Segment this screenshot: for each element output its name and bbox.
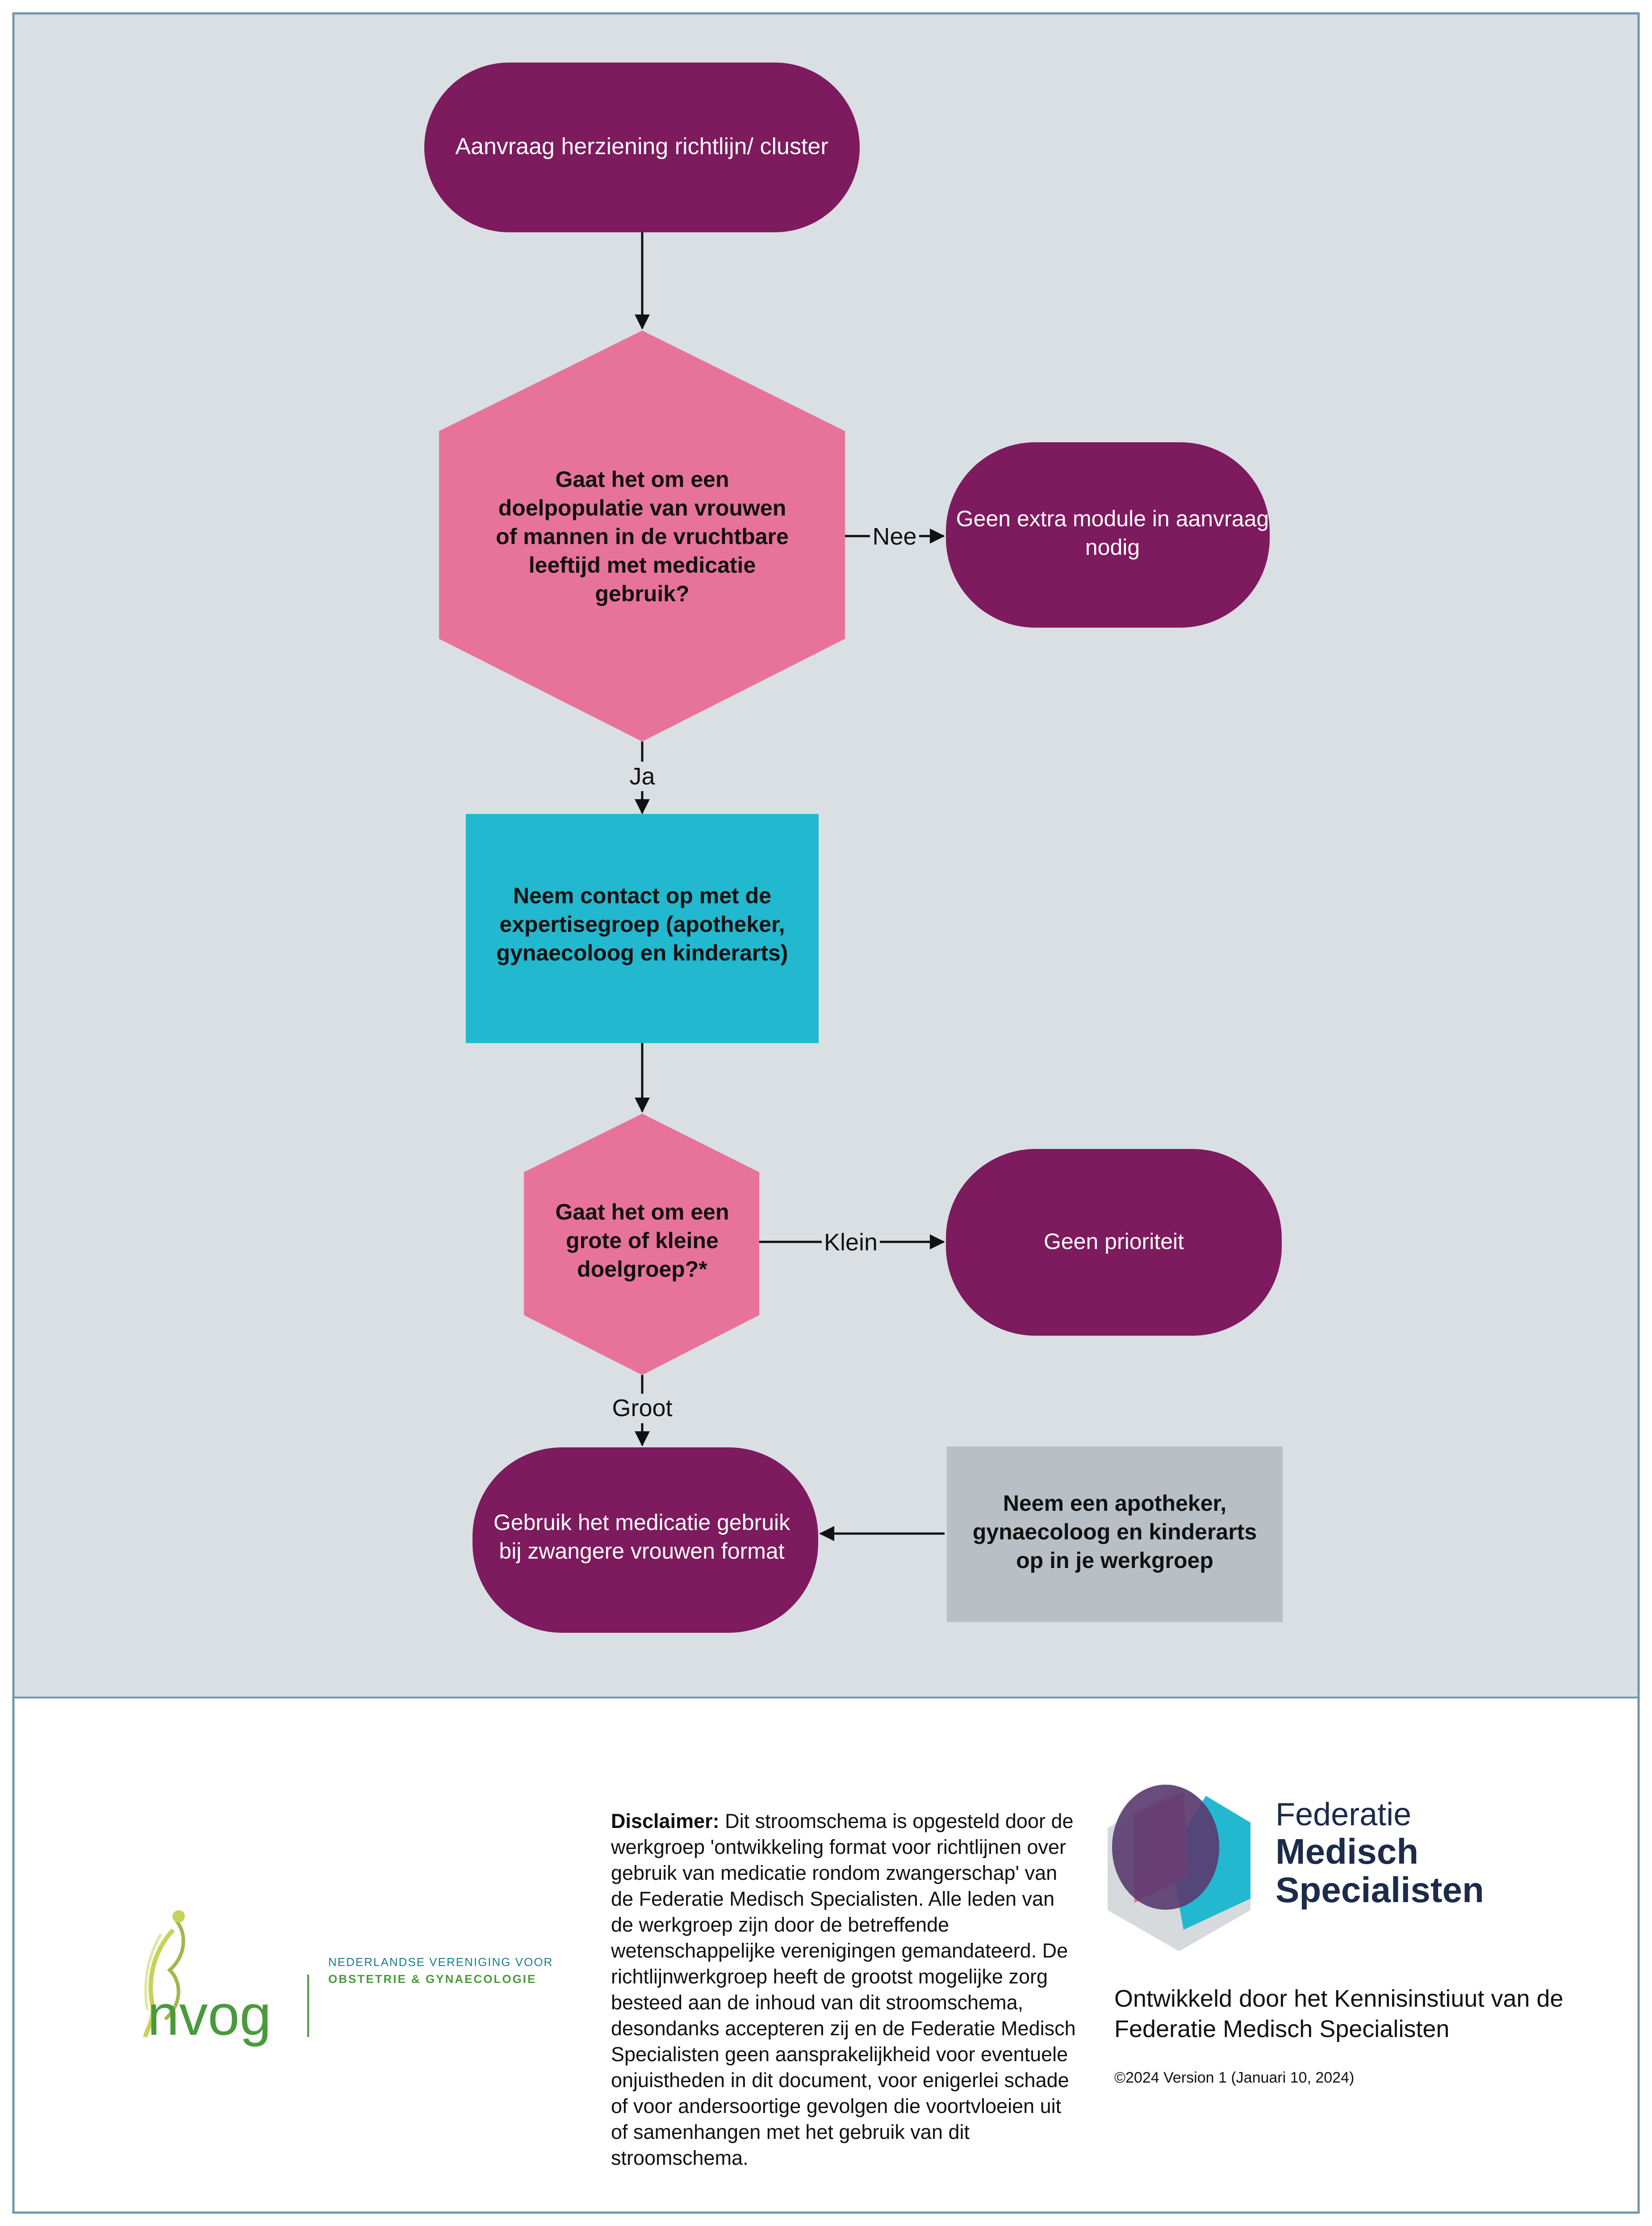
edge-label-bg-groot — [606, 1394, 679, 1423]
node-contact — [466, 814, 819, 1043]
disclaimer-label: Disclaimer: — [611, 1810, 719, 1832]
nvog-line1: NEDERLANDSE VERENIGING VOOR — [328, 1955, 553, 1969]
edge-label-groot: Groot — [612, 1395, 672, 1421]
node-no-module-text: Geen extra module in aanvraag nodig — [956, 506, 1269, 560]
node-use-format-text: Gebruik het medicatie gebruik bij zwanger… — [494, 1510, 790, 1564]
node-q2-text: Gaat het om een grote of kleine doelgroep?… — [556, 1199, 729, 1282]
nvog-line2: OBSTETRIE & GYNAECOLOGIE — [328, 1972, 537, 1986]
node-text-line: Neem contact op met de — [513, 883, 771, 908]
disclaimer-text: Dit stroomschema is opgesteld door de we… — [611, 1810, 1076, 2169]
node-text-line: gebruik? — [595, 581, 689, 606]
node-text-line: Geen prioriteit — [1044, 1229, 1184, 1254]
node-text-line: doelpopulatie van vrouwen — [498, 495, 786, 520]
node-text-line: expertisegroep (apotheker, — [499, 912, 785, 937]
node-text-line: Gebruik het medicatie gebruik — [494, 1510, 790, 1535]
node-q1-text: Gaat het om een doelpopulatie van vrouwen… — [496, 467, 789, 606]
node-text-line: of mannen in de vruchtbare — [496, 524, 789, 549]
fms-copyright: ©2024 Version 1 (Januari 10, 2024) — [1114, 2069, 1355, 2086]
node-add-members-text: Neem een apotheker, gynaecoloog en kinder… — [973, 1491, 1257, 1573]
nvog-logo: nvog — [143, 1910, 309, 2047]
node-text-line: nodig — [1085, 535, 1140, 560]
disclaimer: Disclaimer: Dit stroomschema is opgestel… — [611, 1808, 1080, 2171]
node-text-line: gynaecoloog en kinderarts) — [497, 940, 788, 965]
node-text-line: Aanvraag herziening richtlijn/ cluster — [455, 134, 828, 159]
nvog-logo-text: nvog — [147, 1983, 272, 2047]
node-text-line: grote of kleine — [566, 1228, 719, 1253]
node-text-line: bij zwangere vrouwen format — [499, 1538, 784, 1564]
node-q2 — [524, 1114, 759, 1375]
node-no-module — [946, 442, 1270, 628]
outer-frame — [12, 12, 1640, 2214]
node-text-line: Neem een apotheker, — [1003, 1491, 1226, 1516]
fms-name-line3: Specialisten — [1276, 1870, 1484, 1910]
node-text-line: gynaecoloog en kinderarts — [973, 1519, 1257, 1544]
node-add-members — [947, 1446, 1283, 1622]
node-text-line: doelgroep?* — [577, 1257, 707, 1282]
edge-label-nee: Nee — [872, 523, 916, 550]
edge-label-bg-klein — [822, 1228, 880, 1256]
node-text-line: leeftijd met medicatie — [529, 553, 756, 578]
edge-label-klein: Klein — [824, 1229, 878, 1256]
fms-name-line1: Federatie — [1276, 1797, 1412, 1832]
fms-logo-name: Federatie Medisch Specialisten — [1276, 1797, 1588, 1909]
edge-label-bg-ja — [624, 762, 660, 791]
fms-developed-by: Ontwikkeld door het Kennisinstiuut van d… — [1114, 1985, 1564, 2042]
node-use-format — [473, 1447, 818, 1633]
node-no-priority-text: Geen prioriteit — [1044, 1229, 1184, 1254]
node-text-line: Geen extra module in aanvraag — [956, 506, 1269, 531]
nvog-name: NEDERLANDSE VERENIGING VOOR OBSTETRIE & … — [328, 1954, 596, 1987]
node-text-line: Gaat het om een — [556, 1199, 729, 1224]
node-no-priority — [946, 1149, 1282, 1336]
node-start — [424, 63, 860, 232]
diagram-background — [13, 13, 1639, 1698]
node-start-text: Aanvraag herziening richtlijn/ cluster — [455, 134, 828, 159]
node-text-line: Gaat het om een — [556, 467, 729, 492]
footer-background — [13, 1698, 1639, 2213]
node-q1 — [439, 331, 845, 742]
edge-label-ja: Ja — [629, 763, 655, 790]
edge-label-bg-nee — [870, 522, 919, 550]
nvog-figure-icon — [143, 1928, 175, 2038]
fms-logo-icon — [1108, 1785, 1251, 1951]
fms-name-line2: Medisch — [1276, 1832, 1419, 1871]
node-text-line: op in je werkgroep — [1016, 1548, 1213, 1573]
node-contact-text: Neem contact op met de expertisegroep (ap… — [497, 883, 788, 965]
